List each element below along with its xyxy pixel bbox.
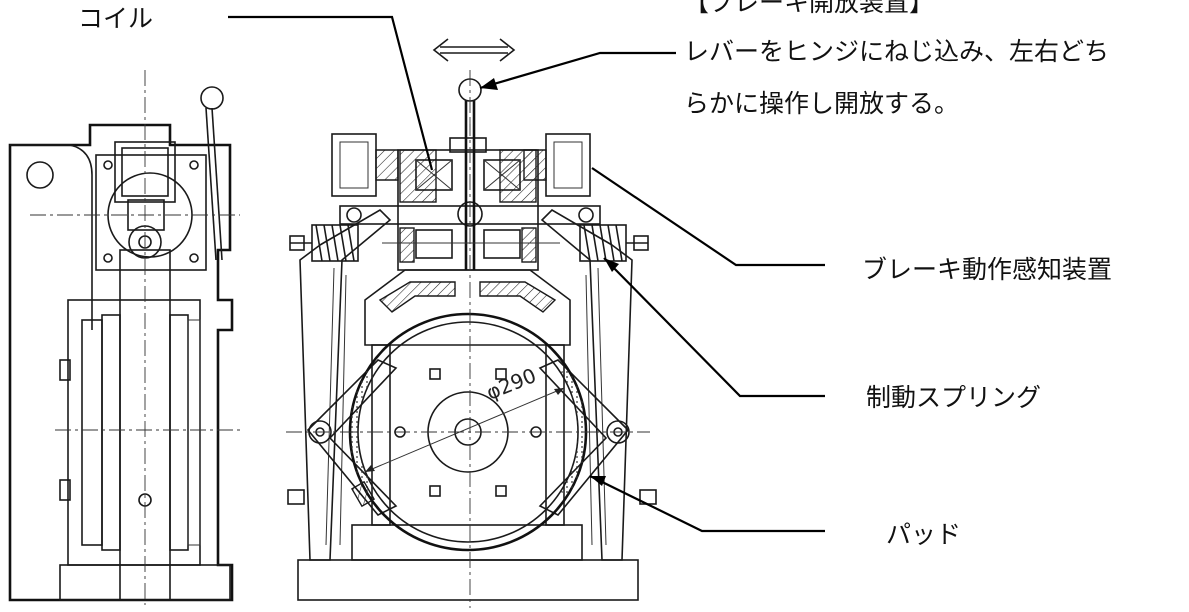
leader-lines [228, 15, 825, 533]
leader-spring [603, 257, 825, 398]
leader-pad [589, 475, 825, 533]
side-view [8, 70, 240, 605]
pad-label: パッド [886, 520, 962, 549]
double-arrow-icon [432, 38, 516, 62]
release-device-line2: らかに操作し開放する。 [684, 89, 960, 118]
coil-label: コイル [78, 4, 154, 33]
release-device-title: 【ブレーキ開放装置】 [684, 0, 935, 17]
leader-release [479, 51, 676, 90]
release-device-line1: レバーをヒンジにねじ込み、左右どち [684, 37, 1110, 66]
brake-sensor-label: ブレーキ動作感知装置 [862, 255, 1113, 284]
leader-sensor [591, 167, 825, 267]
spring-left [289, 224, 359, 262]
front-view: φ290 [286, 70, 657, 608]
diameter-label: φ290 [483, 363, 540, 404]
leader-coil [228, 15, 434, 171]
brake-spring-label: 制動スプリング [866, 383, 1042, 412]
spring-right [579, 224, 649, 262]
